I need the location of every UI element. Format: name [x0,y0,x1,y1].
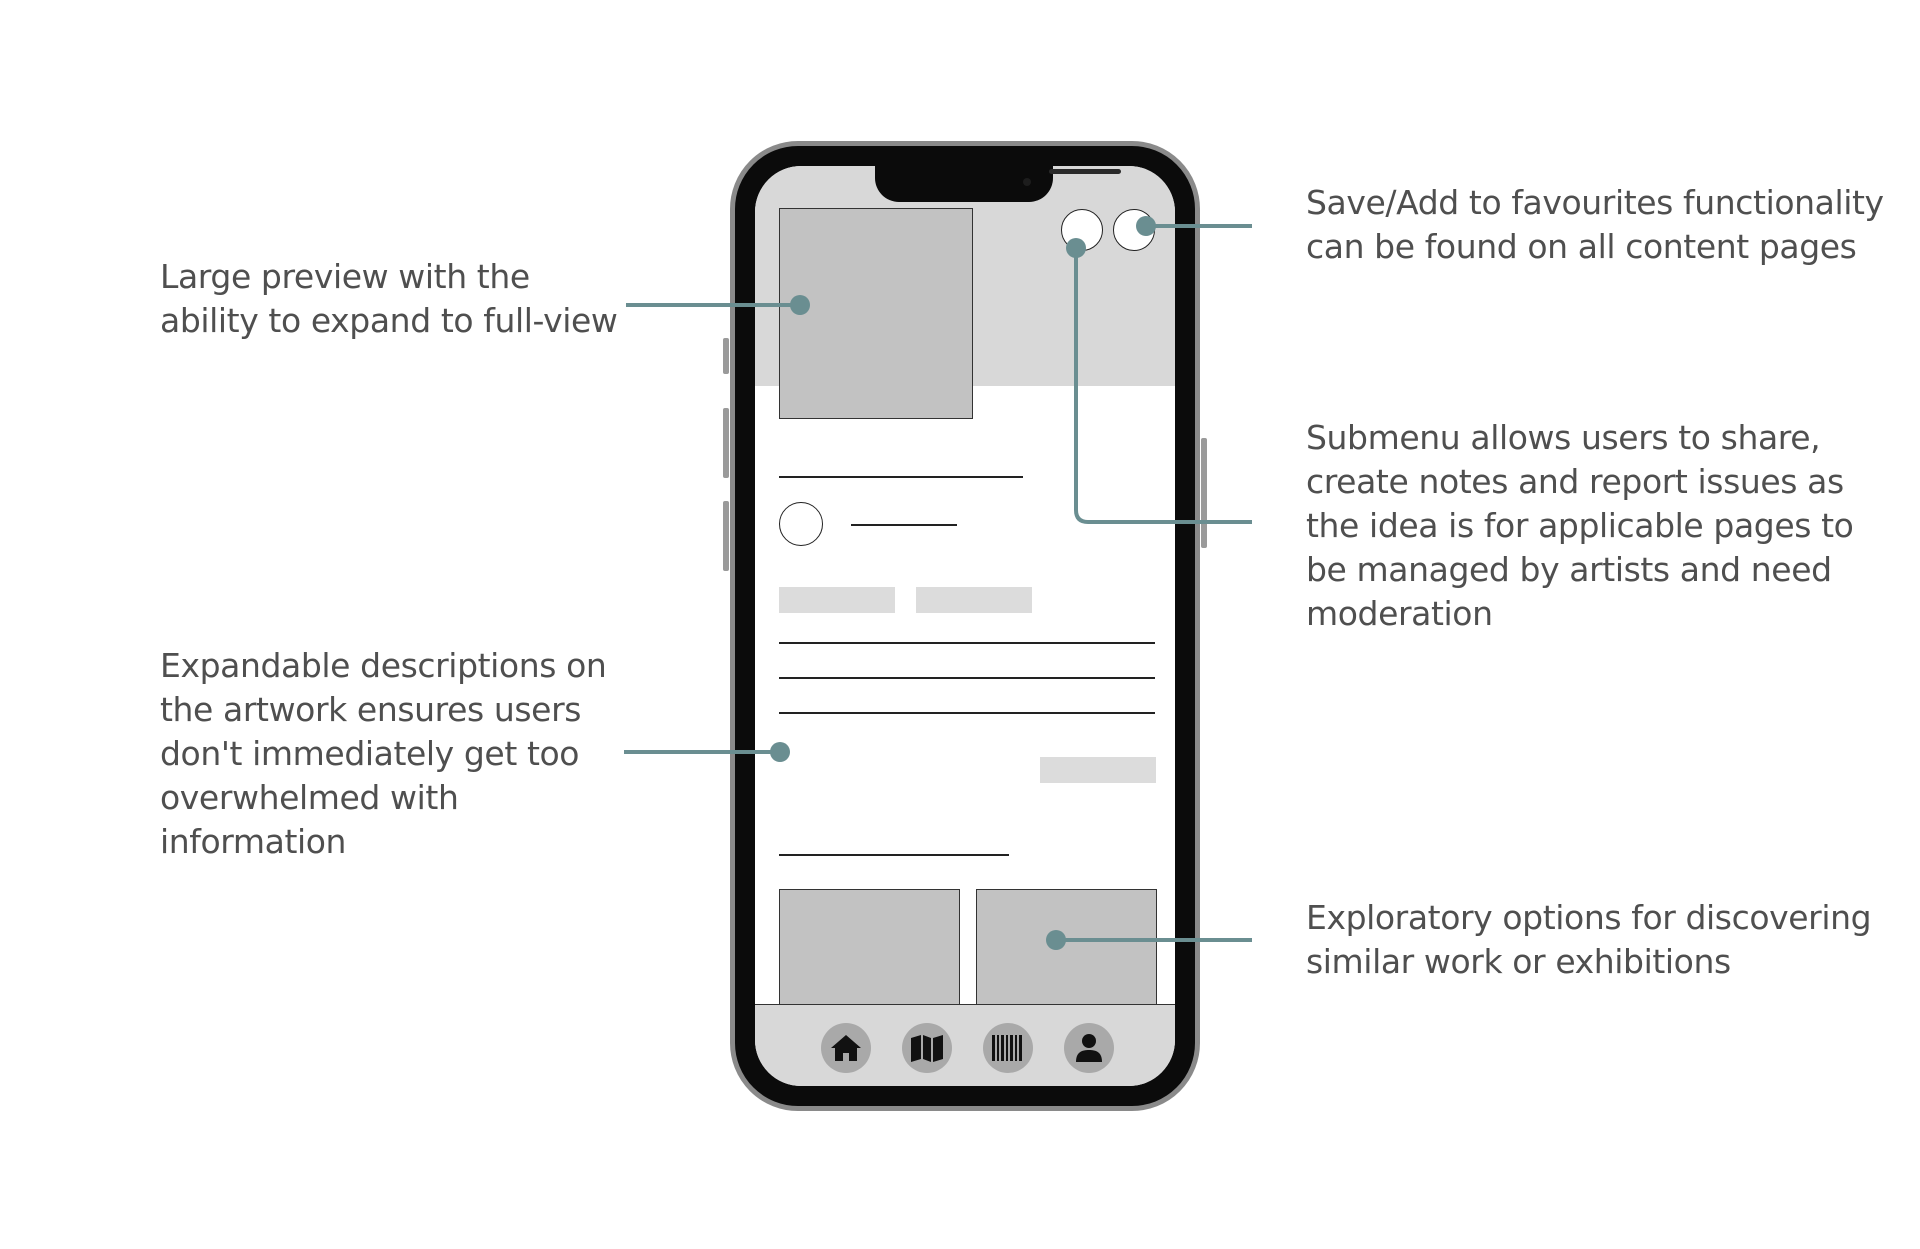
tag-chip[interactable] [779,587,895,613]
notch-speaker [1049,169,1121,174]
submenu-button[interactable] [1061,209,1103,251]
phone-volume-up-button [723,408,729,478]
related-work-thumbnail[interactable] [779,889,960,1009]
barcode-icon [992,1035,1022,1061]
related-work-thumbnail[interactable] [976,889,1157,1009]
nav-home-button[interactable] [821,1023,871,1073]
annotation-save-favourites: Save/Add to favourites functionality can… [1306,183,1884,266]
artist-name-line [851,524,957,526]
artwork-title-line [779,476,1023,478]
home-icon [831,1035,861,1061]
tag-chip[interactable] [916,587,1032,613]
description-line [779,642,1155,644]
phone-screen [755,166,1175,1086]
profile-icon [1076,1034,1102,1062]
phone-action-button [723,338,729,374]
related-section-title-line [779,854,1009,856]
artwork-preview-image[interactable] [779,208,973,419]
phone-notch [875,166,1121,202]
notch-camera [1023,178,1031,186]
annotation-large-preview: Large preview with the ability to expand… [160,257,618,340]
favourite-button[interactable] [1113,209,1155,251]
phone-power-button [1201,438,1207,548]
annotation-expandable-descriptions: Expandable descriptions on the artwork e… [160,646,607,861]
nav-map-button[interactable] [902,1023,952,1073]
artist-avatar[interactable] [779,502,823,546]
bottom-navigation-bar [755,1004,1175,1086]
phone-mockup [723,141,1207,1111]
nav-scan-button[interactable] [983,1023,1033,1073]
description-line [779,712,1155,714]
read-more-button[interactable] [1040,757,1156,783]
map-icon [911,1035,943,1062]
nav-profile-button[interactable] [1064,1023,1114,1073]
description-line [779,677,1155,679]
annotation-submenu: Submenu allows users to share, create no… [1306,418,1854,633]
phone-volume-down-button [723,501,729,571]
annotation-exploratory-options: Exploratory options for discovering simi… [1306,898,1872,981]
